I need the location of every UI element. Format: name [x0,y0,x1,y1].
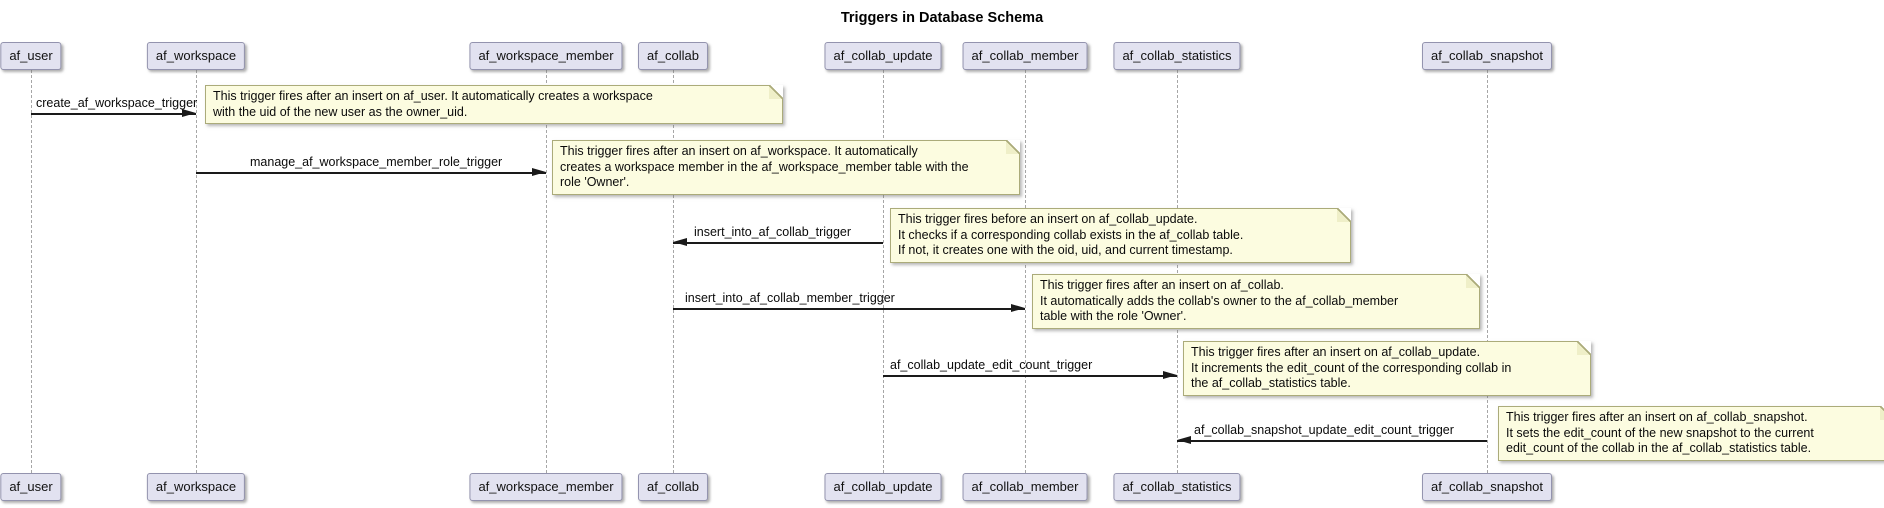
participant-top-af_collab: af_collab [637,42,709,70]
participant-bottom-af_workspace: af_workspace [146,473,246,501]
arrowhead-icon [532,168,546,176]
participant-top-af_workspace: af_workspace [146,42,246,70]
arrowhead-icon [1163,371,1177,379]
note-text-line: This trigger fires after an insert on af… [1191,345,1481,359]
note-fold-icon [1577,341,1591,355]
note-1: This trigger fires after an insert on af… [552,140,1020,195]
note-text-line: table with the role 'Owner'. [1040,309,1187,324]
lifeline-af_workspace [196,70,197,473]
arrowhead-icon [1011,304,1025,312]
diagram-title: Triggers in Database Schema [840,10,1044,26]
lifeline-af_collab_update [883,70,884,473]
note-text-line: It sets the edit_count of the new snapsh… [1506,425,1814,440]
note-text-line: This trigger fires after an insert on af… [1506,410,1808,424]
arrowhead-icon [182,109,196,117]
lifeline-af_user [31,70,32,473]
note-3: This trigger fires after an insert on af… [1032,274,1480,329]
note-text-line: with the uid of the new user as the owne… [213,104,468,119]
message-line-manage_af_workspace_member_role_trigger [196,172,546,174]
lifeline-af_collab_snapshot [1487,70,1488,473]
note-4: This trigger fires after an insert on af… [1183,341,1591,396]
note-fold-icon [1337,208,1351,222]
lifeline-af_workspace_member [546,70,547,473]
participant-bottom-af_user: af_user [0,473,62,501]
participant-top-af_workspace_member: af_workspace_member [469,42,623,70]
message-label-manage_af_workspace_member_role_trigger: manage_af_workspace_member_role_trigger [250,155,503,169]
message-line-af_collab_snapshot_update_edit_count_trigger [1177,440,1487,442]
note-5: This trigger fires after an insert on af… [1498,406,1884,461]
arrowhead-icon [1177,436,1191,444]
note-2: This trigger fires before an insert on a… [890,208,1351,263]
message-label-af_collab_update_edit_count_trigger: af_collab_update_edit_count_trigger [890,358,1093,372]
note-fold-icon [769,85,783,99]
note-fold-icon [1880,406,1884,420]
participant-top-af_collab_update: af_collab_update [824,42,942,70]
participant-top-af_collab_snapshot: af_collab_snapshot [1421,42,1553,70]
lifeline-af_collab_member [1025,70,1026,473]
note-text-line: creates a workspace member in the af_wor… [560,159,969,174]
message-line-insert_into_af_collab_member_trigger [673,308,1025,310]
message-line-af_collab_update_edit_count_trigger [883,375,1177,377]
lifeline-af_collab_statistics [1177,70,1178,473]
note-text-line: This trigger fires after an insert on af… [213,89,653,103]
note-text-line: role 'Owner'. [560,175,630,190]
participant-bottom-af_collab_update: af_collab_update [824,473,942,501]
participant-bottom-af_collab_snapshot: af_collab_snapshot [1421,473,1553,501]
lifeline-af_collab [673,70,674,473]
arrowhead-icon [673,238,687,246]
participant-top-af_collab_member: af_collab_member [962,42,1088,70]
note-text-line: It automatically adds the collab's owner… [1040,293,1399,308]
participant-bottom-af_workspace_member: af_workspace_member [469,473,623,501]
note-text-line: It increments the edit_count of the corr… [1191,360,1512,375]
participant-top-af_collab_statistics: af_collab_statistics [1113,42,1241,70]
participant-bottom-af_collab: af_collab [637,473,709,501]
note-fold-icon [1466,274,1480,288]
message-label-create_af_workspace_trigger: create_af_workspace_trigger [36,96,198,110]
note-text-line: the af_collab_statistics table. [1191,376,1351,391]
participant-top-af_user: af_user [0,42,62,70]
participant-bottom-af_collab_statistics: af_collab_statistics [1113,473,1241,501]
note-fold-icon [1006,140,1020,154]
message-label-af_collab_snapshot_update_edit_count_trigger: af_collab_snapshot_update_edit_count_tri… [1194,423,1454,437]
message-label-insert_into_af_collab_member_trigger: insert_into_af_collab_member_trigger [685,291,895,305]
note-text-line: If not, it creates one with the oid, uid… [898,243,1233,258]
note-0: This trigger fires after an insert on af… [205,85,783,125]
note-text-line: This trigger fires before an insert on a… [898,212,1198,226]
participant-bottom-af_collab_member: af_collab_member [962,473,1088,501]
message-label-insert_into_af_collab_trigger: insert_into_af_collab_trigger [694,225,852,239]
note-text-line: edit_count of the collab in the af_colla… [1506,441,1812,456]
message-line-create_af_workspace_trigger [31,113,196,115]
message-line-insert_into_af_collab_trigger [673,242,883,244]
note-text-line: This trigger fires after an insert on af… [1040,278,1284,292]
note-text-line: It checks if a corresponding collab exis… [898,227,1244,242]
note-text-line: This trigger fires after an insert on af… [560,144,918,158]
